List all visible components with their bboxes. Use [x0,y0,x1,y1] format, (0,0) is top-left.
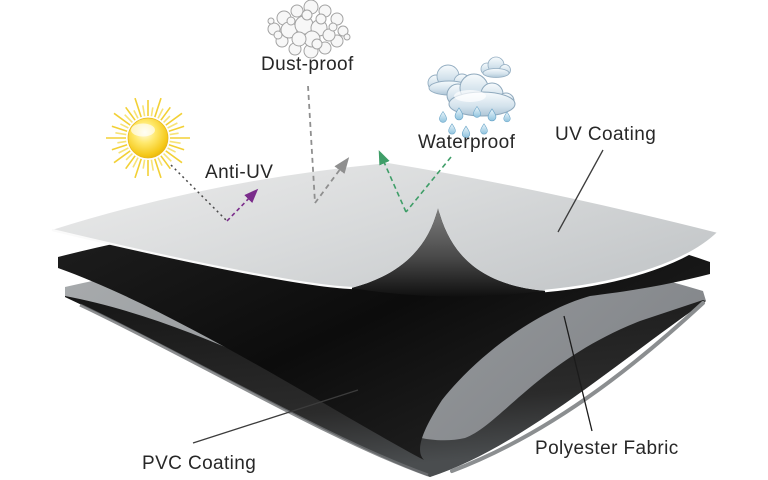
anti-uv-arrow [170,164,259,222]
dust-particles-icon [267,0,351,59]
polyester-fabric-pointer-line [563,315,593,432]
cloud-small [480,56,511,78]
label-polyester-fabric: Polyester Fabric [535,438,679,459]
label-waterproof: Waterproof [418,132,516,153]
dust-arrow [307,85,350,204]
waterproof-arrow [378,150,452,213]
label-uv-coating: UV Coating [555,124,657,145]
raindrops [439,105,511,138]
sun-icon [106,97,190,179]
cloud-big [446,73,516,117]
label-anti-uv: Anti-UV [205,162,274,183]
label-pvc-coating: PVC Coating [142,453,257,474]
label-dust-proof: Dust-proof [261,54,354,75]
pvc-coating-pointer-line [192,389,359,444]
uv-layer-shape [51,163,719,297]
sun-rays [106,97,190,179]
uv-coating-pointer-line [557,149,604,233]
pointer-lines [192,149,604,444]
rain-cloud-icon [427,56,516,138]
